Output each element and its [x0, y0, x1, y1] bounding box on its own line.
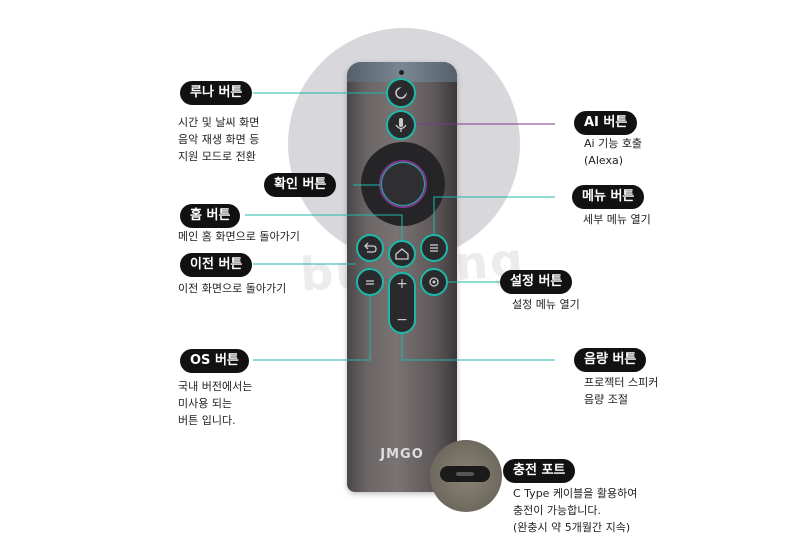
back-label: 이전 버튼 [180, 253, 253, 277]
os-label: OS 버튼 [180, 349, 249, 373]
confirm-label: 확인 버튼 [264, 173, 337, 197]
luna-label: 루나 버튼 [180, 81, 253, 105]
volume-label: 음량 버튼 [574, 348, 647, 372]
microphone-icon [395, 118, 407, 132]
charge-label: 충전 포트 [503, 459, 576, 483]
back-button[interactable] [356, 234, 384, 262]
home-icon [395, 248, 409, 260]
menu-button[interactable] [420, 234, 448, 262]
indicator-led [399, 70, 404, 75]
volume-rocker[interactable] [388, 272, 416, 334]
usb-c-slot [456, 472, 474, 476]
luna-icon [395, 87, 407, 99]
ai-button[interactable] [386, 110, 416, 140]
os-icon [366, 280, 374, 285]
settings-desc: 설정 메뉴 열기 [512, 298, 580, 311]
ai-label: AI 버튼 [574, 111, 638, 135]
menu-label: 메뉴 버튼 [572, 185, 645, 209]
luna-button[interactable] [386, 78, 416, 108]
confirm-button[interactable] [379, 160, 427, 208]
os-button[interactable] [356, 268, 384, 296]
volume-down-icon: − [396, 312, 408, 328]
settings-button[interactable] [420, 268, 448, 296]
settings-label: 설정 버튼 [500, 270, 573, 294]
home-button[interactable] [388, 240, 416, 268]
menu-desc: 세부 메뉴 열기 [583, 213, 651, 226]
gear-icon [429, 277, 439, 287]
brand-logo: JMGO [380, 447, 424, 462]
home-desc: 메인 홈 화면으로 돌아가기 [178, 230, 300, 243]
back-desc: 이전 화면으로 돌아가기 [178, 282, 287, 295]
home-label: 홈 버튼 [180, 204, 241, 228]
menu-icon [430, 244, 438, 252]
ai-desc: Ai 기능 호출(Alexa) [584, 137, 643, 167]
back-arrow-icon [364, 242, 377, 253]
volume-up-icon: + [396, 276, 408, 292]
